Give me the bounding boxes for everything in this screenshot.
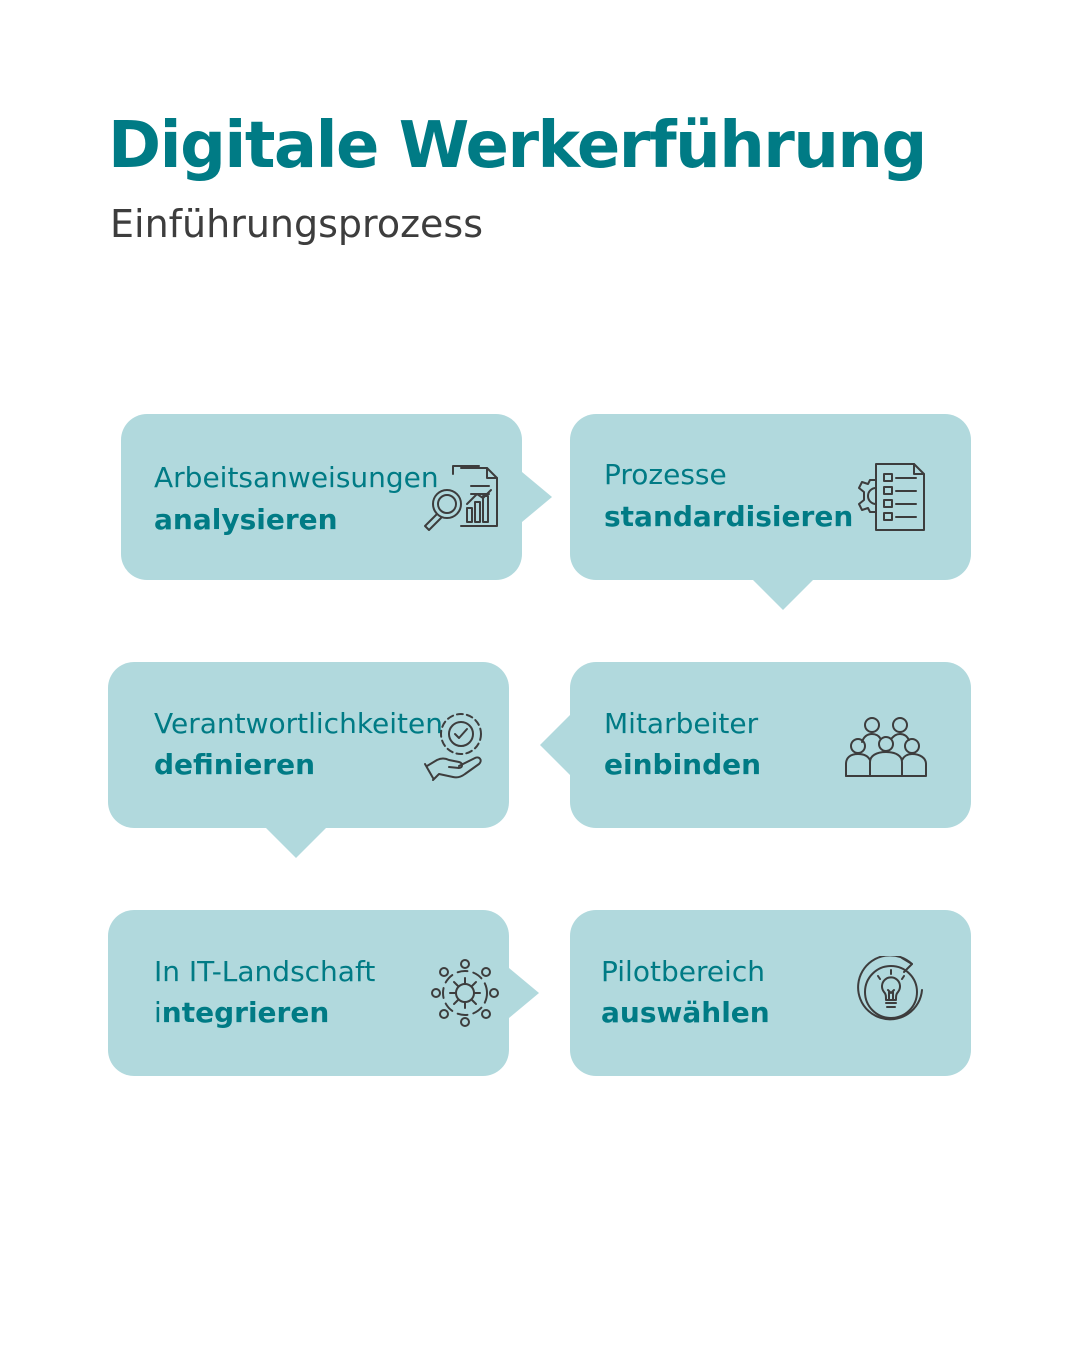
step-line1: Pilotbereich xyxy=(601,955,765,988)
step-line1: Arbeitsanweisungen xyxy=(154,461,439,494)
step-card-involve: Mitarbeiter einbinden xyxy=(540,662,971,828)
document-analysis-icon xyxy=(421,464,501,536)
step-line2-prefix: i xyxy=(154,996,162,1029)
gear-network-icon xyxy=(430,958,500,1028)
step-line1: Mitarbeiter xyxy=(604,707,759,740)
arrow-left-pointer xyxy=(540,715,570,775)
step-card-standardize: Prozesse standardisieren xyxy=(570,414,971,610)
step-line2: analysieren xyxy=(154,503,338,536)
team-group-icon xyxy=(844,716,928,780)
step-line2: integrieren xyxy=(154,995,329,1031)
arrow-down-pointer xyxy=(753,580,813,610)
page-subtitle: Einführungsprozess xyxy=(110,202,483,246)
page-title: Digitale Werkerführung xyxy=(108,109,927,183)
hand-gear-icon xyxy=(423,710,489,784)
gear-checklist-icon xyxy=(852,462,928,532)
arrow-right-pointer xyxy=(509,968,539,1018)
step-line1: In IT-Landschaft xyxy=(154,955,376,988)
step-card-select: Pilotbereich auswählen xyxy=(570,910,971,1076)
step-line1: Prozesse xyxy=(604,458,727,491)
step-card-define: Verantwortlichkeiten definieren xyxy=(108,662,509,858)
arrow-down-pointer xyxy=(266,828,326,858)
step-line2: einbinden xyxy=(604,748,762,781)
step-card-integrate: In IT-Landschaft integrieren xyxy=(108,910,539,1076)
step-line2: auswählen xyxy=(601,996,770,1029)
step-line2: definieren xyxy=(154,748,316,781)
step-line1: Verantwortlichkeiten xyxy=(154,707,443,740)
step-line2: standardisieren xyxy=(604,500,854,533)
arrow-right-pointer xyxy=(522,472,552,522)
step-line2-rest: ntegrieren xyxy=(161,996,330,1029)
lightbulb-cycle-icon xyxy=(856,956,930,1028)
step-card-analyze: Arbeitsanweisungen analysieren xyxy=(121,414,552,580)
